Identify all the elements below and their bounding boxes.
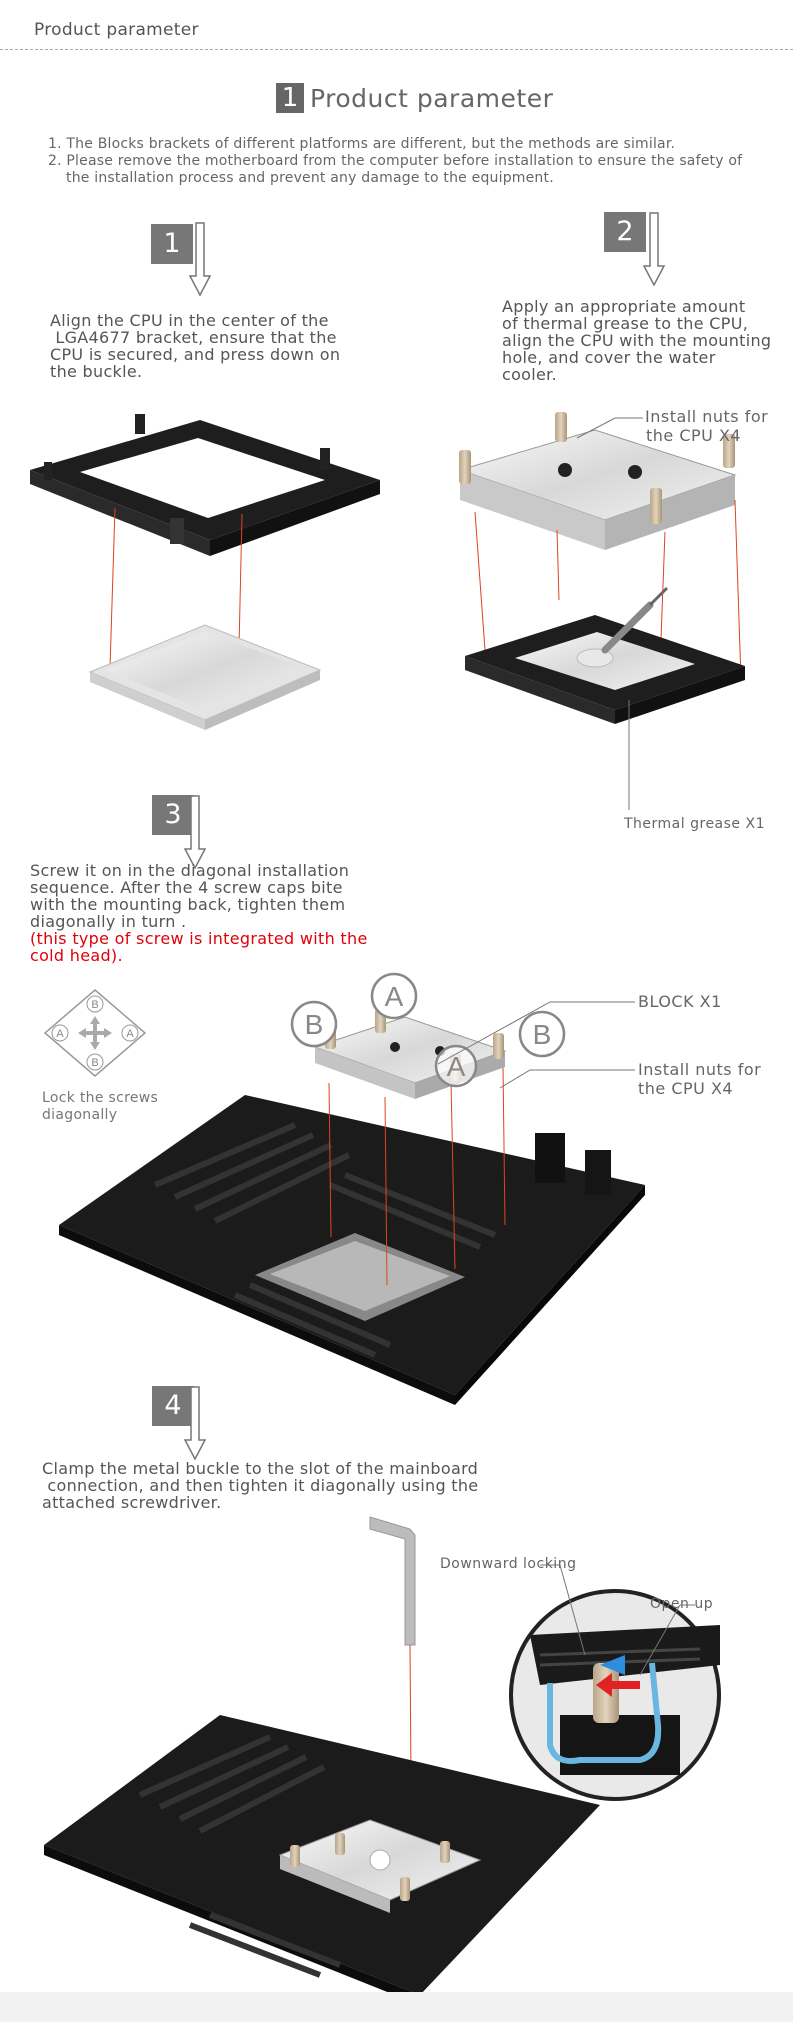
lock-letter-a-left: A <box>56 1028 64 1040</box>
step-4-down-arrow-icon <box>184 1386 206 1460</box>
lga4677-bracket <box>30 414 380 556</box>
bracket-and-cpu-illustration <box>30 414 380 730</box>
step-3-badge: 3 <box>152 795 194 835</box>
cpu-socket <box>255 1233 465 1321</box>
callout-downward-locking: Downward locking <box>440 1556 577 1572</box>
lock-letter-b-bottom: B <box>91 1057 98 1069</box>
marker-a-center: A <box>447 1051 466 1082</box>
step-1-text: Align the CPU in the center of the LGA46… <box>50 311 341 381</box>
installation-notes: 1. The Blocks brackets of different plat… <box>48 136 768 187</box>
open-arrow-icon <box>596 1673 640 1697</box>
leader-lines-step3 <box>437 1001 635 1089</box>
motherboard-block-illustration <box>59 1009 645 1405</box>
section-number: 1 <box>276 83 304 113</box>
thermal-grease-syringe <box>601 586 669 654</box>
step-1-badge: 1 <box>151 224 193 264</box>
leader-line-grease <box>628 700 630 810</box>
header-title: Product parameter <box>34 20 199 40</box>
note-2: 2. Please remove the motherboard from th… <box>48 153 743 186</box>
callout-thermal-grease: Thermal grease X1 <box>624 816 765 832</box>
footer-band <box>0 1992 793 2022</box>
step-1-down-arrow-icon <box>189 222 211 296</box>
marker-b-right: B <box>533 1019 552 1050</box>
step-2-badge: 2 <box>604 212 646 252</box>
section-title: 1 Product parameter <box>276 82 553 114</box>
cpu-chip <box>88 624 322 730</box>
step-3-down-arrow-icon <box>184 795 206 869</box>
step-3-note: (this type of screw is integrated with t… <box>30 929 368 948</box>
callout-block: BLOCK X1 <box>638 992 722 1011</box>
screwdriver-lock-illustration <box>44 1516 721 2005</box>
motherboard-bottom <box>44 1715 600 2005</box>
marker-a-top: A <box>385 981 404 1012</box>
hex-screwdriver <box>369 1516 416 1646</box>
section-title-text: Product parameter <box>310 83 554 113</box>
diagonal-lock-diagram: B B A A <box>43 989 147 1077</box>
step-4-text: Clamp the metal buckle to the slot of th… <box>42 1459 479 1512</box>
step-4-badge: 4 <box>152 1386 194 1426</box>
cross-arrows-icon <box>78 1016 112 1050</box>
cpu-bracket-with-chip <box>465 615 745 724</box>
marker-b-left: B <box>305 1009 324 1040</box>
mounting-nuts <box>459 412 735 524</box>
header-bar: Product parameter <box>0 0 793 50</box>
note-1: 1. The Blocks brackets of different plat… <box>48 136 676 152</box>
screw-order-markers: B A B A <box>290 972 566 1088</box>
waterblock-install-illustration <box>458 412 745 724</box>
lock-letter-a-right: A <box>126 1028 134 1040</box>
step-3-text: Screw it on in the diagonal installation… <box>30 861 368 965</box>
water-block <box>458 429 737 550</box>
zoom-detail-circle <box>509 1589 721 1801</box>
lock-letter-b-top: B <box>91 999 98 1011</box>
leader-line-nuts-1 <box>576 417 643 439</box>
locking-arrow-icon <box>600 1655 625 1675</box>
step-2-down-arrow-icon <box>643 212 665 286</box>
callout-open-up: Open up <box>650 1596 714 1612</box>
